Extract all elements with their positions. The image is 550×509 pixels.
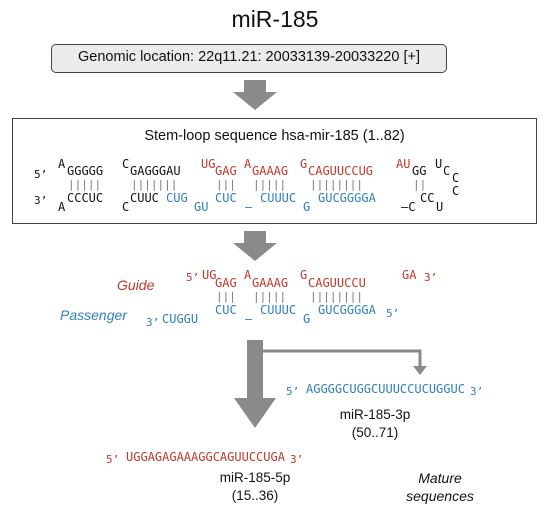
stem-bars-6: || <box>413 178 427 191</box>
mature-3p-sequence: AGGGGCUGGCUUUCCUCUGGUC <box>306 382 465 396</box>
mature-5p-prime5: 5’ <box>106 453 120 466</box>
passenger-bottom-b: G <box>303 312 311 326</box>
passenger-prime3: 3’ <box>146 316 160 329</box>
stem-prime3: 3’ <box>34 194 48 207</box>
arrow-duplex-to-3p-head <box>413 366 427 375</box>
guide-mid-b: GAAAG <box>252 276 289 290</box>
duplex-bars-c: |||||||| <box>310 290 363 303</box>
stem-bottom-seg3: CUG <box>166 191 188 205</box>
guide-mid-a: GAG <box>215 276 237 290</box>
genomic-location-text: Genomic location: 22q11.21: 20033139-200… <box>78 49 420 65</box>
stem-bottom-seg2: CUUC <box>130 191 159 205</box>
stem-bottom-seg4: CUC <box>215 191 237 205</box>
duplex-bars-a: ||| <box>216 290 236 303</box>
stem-bottom-seg8: C <box>452 184 460 198</box>
stem-bars-3: ||| <box>216 178 236 191</box>
stem-bars-1: ||||| <box>68 178 102 191</box>
page-title: miR-185 <box>231 6 319 32</box>
arrow-location-to-stemloop <box>233 80 277 110</box>
stem-top-seg4: GAAAG <box>252 164 289 178</box>
mature-3p-prime5: 5’ <box>286 385 300 398</box>
stem-bars-4: ||||| <box>253 178 287 191</box>
arrow-stemloop-to-duplex <box>233 231 277 261</box>
guide-top-b: A <box>244 268 252 282</box>
stem-bottom-seg7: CC <box>420 191 435 205</box>
stem-bottom-unpaired-c: GU <box>194 200 209 214</box>
guide-prime5: 5’ <box>186 271 200 284</box>
stem-top-unpaired-c: UG <box>201 157 216 171</box>
guide-label: Guide <box>117 277 155 293</box>
stem-top-unpaired-e: G <box>300 157 308 171</box>
stem-top-unpaired-a: A <box>58 157 66 171</box>
guide-prime3: 3’ <box>424 271 438 284</box>
stem-prime5: 5’ <box>34 168 48 181</box>
guide-mid-c: CAGUUCCU <box>308 276 366 290</box>
mature-5p-range: (15..36) <box>231 488 279 503</box>
duplex-bars-b: ||||| <box>253 290 287 303</box>
mature-5p-name: miR-185-5p <box>219 470 291 485</box>
genomic-location-box <box>51 44 447 73</box>
stem-top-unpaired-f: AU <box>396 157 411 171</box>
passenger-mid-b: CUUUC <box>260 303 297 317</box>
stem-top-seg5: CAGUUCCUG <box>308 164 374 178</box>
stem-bottom-unpaired-d: – <box>245 200 253 214</box>
stem-top-unpaired-d: A <box>244 157 252 171</box>
stem-loop-box <box>12 118 537 224</box>
passenger-bottom-lead: CUGGU <box>162 312 199 326</box>
guide-top-c: G <box>300 268 308 282</box>
passenger-prime5: 5’ <box>386 307 400 320</box>
mature-5p-prime3: 3’ <box>290 453 304 466</box>
guide-top-d: GA <box>402 268 417 282</box>
passenger-bottom-a: – <box>245 312 253 326</box>
passenger-mid-c: GUCGGGGA <box>318 303 376 317</box>
stem-bottom-unpaired-e: G <box>303 200 311 214</box>
stem-top-seg3: GAG <box>215 164 237 178</box>
mature-3p-range: (50..71) <box>351 425 399 440</box>
arrow-duplex-to-5p <box>234 340 276 428</box>
arrow-duplex-to-3p-line <box>263 349 422 368</box>
stem-top-seg2: GAGGGAU <box>130 164 181 178</box>
mature-sequences-label-line1: Mature <box>418 470 462 486</box>
stem-bars-5: |||||||| <box>310 178 363 191</box>
stem-bottom-unpaired-b: C <box>122 200 130 214</box>
stem-loop-title: Stem-loop sequence hsa-mir-185 (1..82) <box>144 128 405 144</box>
stem-top-unpaired-b: C <box>122 157 130 171</box>
mature-5p-sequence: UGGAGAGAAAGGCAGUUCCUGA <box>126 450 285 464</box>
stem-top-seg6: GG <box>412 164 427 178</box>
stem-top-unpaired-g: U <box>435 157 443 171</box>
stem-bottom-seg6: GUCGGGGA <box>318 191 376 205</box>
stem-bottom-unpaired-a: A <box>58 200 66 214</box>
stem-bottom-unpaired-g: U <box>436 200 444 214</box>
mature-3p-name: miR-185-3p <box>339 407 411 422</box>
mature-sequences-label-line2: sequences <box>406 488 474 504</box>
stem-top-unpaired-h: C <box>443 164 451 178</box>
stem-top-seg1: GGGGG <box>67 164 104 178</box>
passenger-label: Passenger <box>60 307 127 323</box>
stem-bottom-seg5: CUUUC <box>260 191 297 205</box>
mature-3p-prime3: 3’ <box>470 385 484 398</box>
passenger-mid-a: CUC <box>215 303 237 317</box>
stem-top-seg7: C <box>452 171 460 185</box>
stem-bottom-unpaired-f: –C <box>401 200 416 214</box>
guide-top-a: UG <box>202 268 217 282</box>
stem-bars-2: ||||||| <box>131 178 178 191</box>
stem-bottom-seg1: CCCUC <box>67 191 104 205</box>
